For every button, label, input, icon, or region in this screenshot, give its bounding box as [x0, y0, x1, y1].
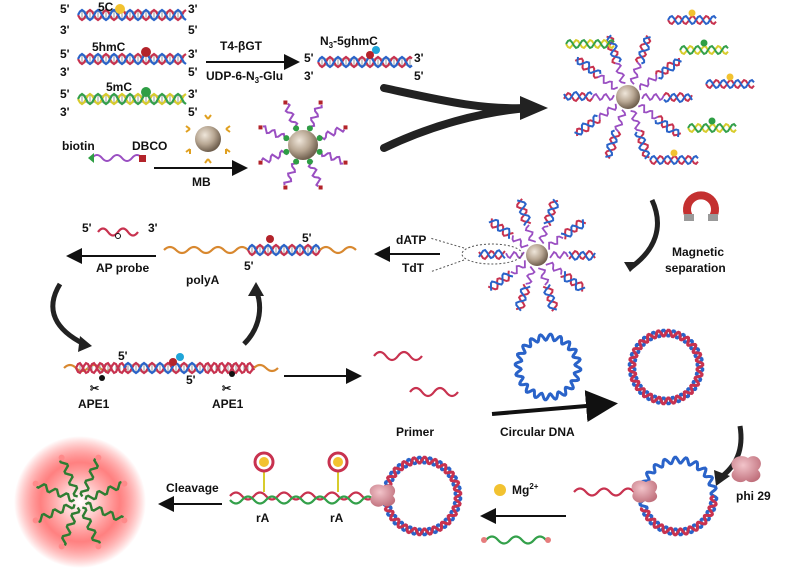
t4-bgt-label: T4-βGT	[220, 39, 263, 53]
5hmc-bot-5prime: 5'	[188, 65, 198, 79]
cleavage-label: Cleavage	[166, 481, 219, 495]
dbco-end	[139, 155, 146, 162]
dna-5ghmc: N3-5ghmC 5' 3' 3' 5'	[304, 34, 424, 83]
floating-dna-cluster	[565, 9, 755, 166]
polyA-dna: polyA 5' 5'	[163, 231, 357, 287]
5mc-label: 5mC	[106, 80, 132, 94]
5ghmc-label: N3-5ghmC	[320, 34, 378, 50]
5mc-top-3prime: 3'	[188, 87, 198, 101]
fluorescent-product	[14, 436, 146, 568]
5ghmc-glucose-marker	[372, 46, 380, 54]
udp-glu-label: UDP-6-N3-Glu	[206, 69, 283, 85]
ap-probe-label: AP probe	[96, 261, 149, 275]
ape1-complex: ✂ ✂ 5' 5' APE1 APE1	[63, 349, 279, 411]
scissors-left-icon: ✂	[90, 383, 99, 395]
ap-probe: 5' 3' AP probe	[82, 221, 158, 275]
magnetic-separation-label-2: separation	[665, 261, 726, 275]
zoom-ellipse	[461, 243, 523, 265]
separation-arrow-head	[624, 262, 640, 272]
primer-strands	[373, 350, 459, 398]
separation-arrow	[628, 198, 660, 271]
magnet-icon	[683, 191, 719, 221]
5c-top-3prime: 3'	[188, 2, 198, 16]
substrate-end-right	[545, 537, 551, 543]
5c-top-5prime: 5'	[60, 2, 70, 16]
5mc-marker	[141, 87, 151, 97]
5ghmc-hmc-marker	[366, 51, 374, 59]
annealing-arrow	[491, 390, 618, 422]
substrate-strand	[485, 535, 547, 545]
zoom-line-top	[429, 237, 465, 249]
linker-strand	[91, 154, 143, 162]
5c-bot-5prime: 5'	[188, 23, 198, 37]
tdt-label: TdT	[402, 261, 425, 275]
5ghmc-bot-5prime: 5'	[414, 69, 424, 83]
5hmc-label: 5hmC	[92, 40, 126, 54]
5ghmc-top-5prime: 5'	[304, 51, 314, 65]
5mc-top-5prime: 5'	[60, 87, 70, 101]
5mc-bot-3prime: 3'	[60, 105, 70, 119]
polyA-5prime-bottom: 5'	[244, 259, 254, 273]
zoom-line-bottom	[429, 259, 465, 273]
hybridize-arrow-head	[78, 336, 92, 352]
hybridize-arrow	[50, 282, 86, 347]
5ghmc-bot-3prime: 3'	[304, 69, 314, 83]
ape1-5prime-top: 5'	[118, 349, 128, 363]
phi29-label: phi 29	[736, 489, 771, 503]
annealed-circle	[627, 328, 705, 406]
ap-probe-3prime: 3'	[148, 221, 158, 235]
separated-bead-complex	[429, 198, 596, 312]
5hmc-top-5prime: 5'	[60, 47, 70, 61]
dna-5hmc: 5hmC 5' 3' 3' 5'	[60, 40, 198, 79]
ra-right-label: rA	[330, 511, 344, 525]
ap-probe-5prime: 5'	[82, 221, 92, 235]
dna-5mc: 5mC 5' 3' 3' 5'	[60, 80, 198, 119]
rca-start-circle	[573, 455, 719, 537]
functionalized-bead	[258, 100, 348, 190]
dna-5c: 5C 5' 3' 3' 5'	[60, 0, 198, 37]
5hmc-marker	[141, 47, 151, 57]
circular-dna-label: Circular DNA	[500, 425, 575, 439]
recycle-arrow-head	[248, 282, 264, 296]
ape1-right-label: APE1	[212, 397, 244, 411]
biotin-end	[88, 153, 94, 163]
5ghmc-top-3prime: 3'	[414, 51, 424, 65]
convergence-arrow-top	[380, 84, 532, 113]
substrate-end-left	[481, 537, 487, 543]
5c-label: 5C	[98, 0, 114, 14]
biotin-label: biotin	[62, 139, 95, 153]
mg-ion-icon	[494, 484, 506, 496]
biotin-dbco-linker: biotin DBCO	[62, 139, 167, 163]
captured-bead-complex	[563, 34, 693, 160]
rca-product: rA rA	[229, 451, 463, 537]
5c-marker	[115, 4, 125, 14]
recycle-arrow	[242, 289, 263, 346]
convergence-arrow-head	[520, 96, 548, 120]
ape1-left-label: APE1	[78, 397, 110, 411]
scissors-right-icon: ✂	[222, 383, 231, 395]
magnetic-separation-label: Magnetic	[672, 245, 724, 259]
phi29-icon	[731, 456, 761, 483]
circular-dna	[513, 332, 583, 402]
glucosylation-step: T4-βGT UDP-6-N3-Glu	[206, 39, 300, 85]
dbco-label: DBCO	[132, 139, 167, 153]
5mc-bot-5prime: 5'	[188, 105, 198, 119]
mg-label: Mg2+	[512, 482, 539, 497]
primer-label: Primer	[396, 425, 434, 439]
datp-label: dATP	[396, 233, 426, 247]
polymerase-arrow-head	[714, 470, 730, 486]
5c-bot-3prime: 3'	[60, 23, 70, 37]
5hmc-top-3prime: 3'	[188, 47, 198, 61]
polyA-5prime-top: 5'	[302, 231, 312, 245]
convergence-arrow-bottom	[380, 104, 532, 152]
mb-label: MB	[192, 175, 211, 189]
ape1-5prime-bottom: 5'	[186, 373, 196, 387]
polyA-label: polyA	[186, 273, 220, 287]
ra-left-label: rA	[256, 511, 270, 525]
magnetic-bead-icon	[185, 114, 231, 164]
5hmc-bot-3prime: 3'	[60, 65, 70, 79]
